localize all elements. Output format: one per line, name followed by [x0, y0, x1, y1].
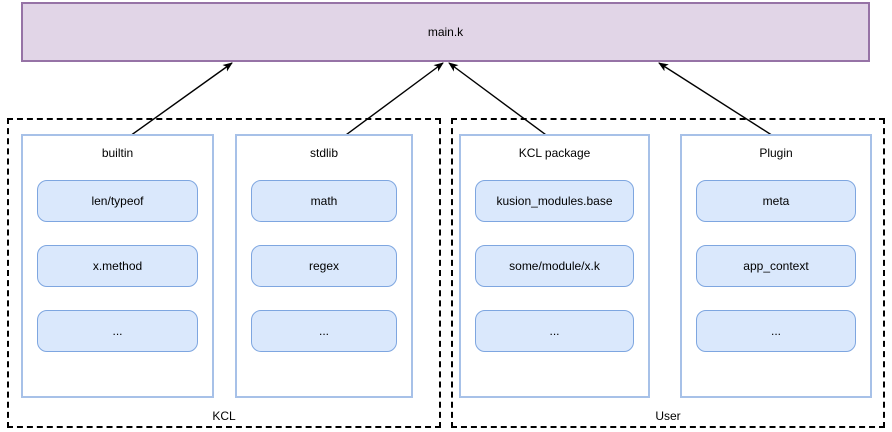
list-item-label: kusion_modules.base: [496, 194, 613, 208]
list-item[interactable]: ...: [696, 310, 856, 352]
panel-plugin-items: meta app_context ...: [682, 180, 870, 355]
list-item[interactable]: meta: [696, 180, 856, 222]
group-kcl-label: KCL: [212, 409, 236, 423]
panel-stdlib-items: math regex ...: [237, 180, 411, 355]
panel-builtin[interactable]: builtin len/typeof x.method ...: [21, 134, 214, 398]
list-item-label: ...: [549, 324, 560, 338]
list-item[interactable]: ...: [475, 310, 634, 352]
list-item[interactable]: math: [251, 180, 397, 222]
list-item[interactable]: x.method: [37, 245, 198, 287]
panel-builtin-title: builtin: [101, 146, 134, 160]
node-main-k-label: main.k: [427, 25, 464, 39]
list-item-label: ...: [318, 324, 329, 338]
panel-kcl-package-title: KCL package: [518, 146, 591, 160]
list-item-label: ...: [770, 324, 781, 338]
list-item[interactable]: app_context: [696, 245, 856, 287]
node-main-k[interactable]: main.k: [21, 2, 870, 62]
panel-plugin-title: Plugin: [759, 146, 793, 160]
list-item-label: some/module/x.k: [509, 259, 600, 273]
list-item[interactable]: ...: [37, 310, 198, 352]
list-item[interactable]: ...: [251, 310, 397, 352]
list-item[interactable]: len/typeof: [37, 180, 198, 222]
panel-stdlib[interactable]: stdlib math regex ...: [235, 134, 413, 398]
list-item[interactable]: some/module/x.k: [475, 245, 634, 287]
panel-kcl-package[interactable]: KCL package kusion_modules.base some/mod…: [459, 134, 650, 398]
group-kcl: KCL: [7, 118, 441, 428]
group-user-label: User: [655, 409, 681, 423]
list-item[interactable]: kusion_modules.base: [475, 180, 634, 222]
group-user: User: [451, 118, 885, 428]
list-item-label: regex: [308, 259, 340, 273]
panel-builtin-items: len/typeof x.method ...: [23, 180, 212, 355]
panel-plugin[interactable]: Plugin meta app_context ...: [680, 134, 872, 398]
list-item-label: meta: [762, 194, 790, 208]
list-item-label: app_context: [743, 259, 809, 273]
panel-stdlib-title: stdlib: [309, 146, 338, 160]
panel-kcl-package-items: kusion_modules.base some/module/x.k ...: [461, 180, 648, 355]
list-item-label: x.method: [92, 259, 143, 273]
list-item-label: ...: [112, 324, 123, 338]
list-item-label: len/typeof: [91, 194, 144, 208]
list-item-label: math: [310, 194, 338, 208]
list-item[interactable]: regex: [251, 245, 397, 287]
